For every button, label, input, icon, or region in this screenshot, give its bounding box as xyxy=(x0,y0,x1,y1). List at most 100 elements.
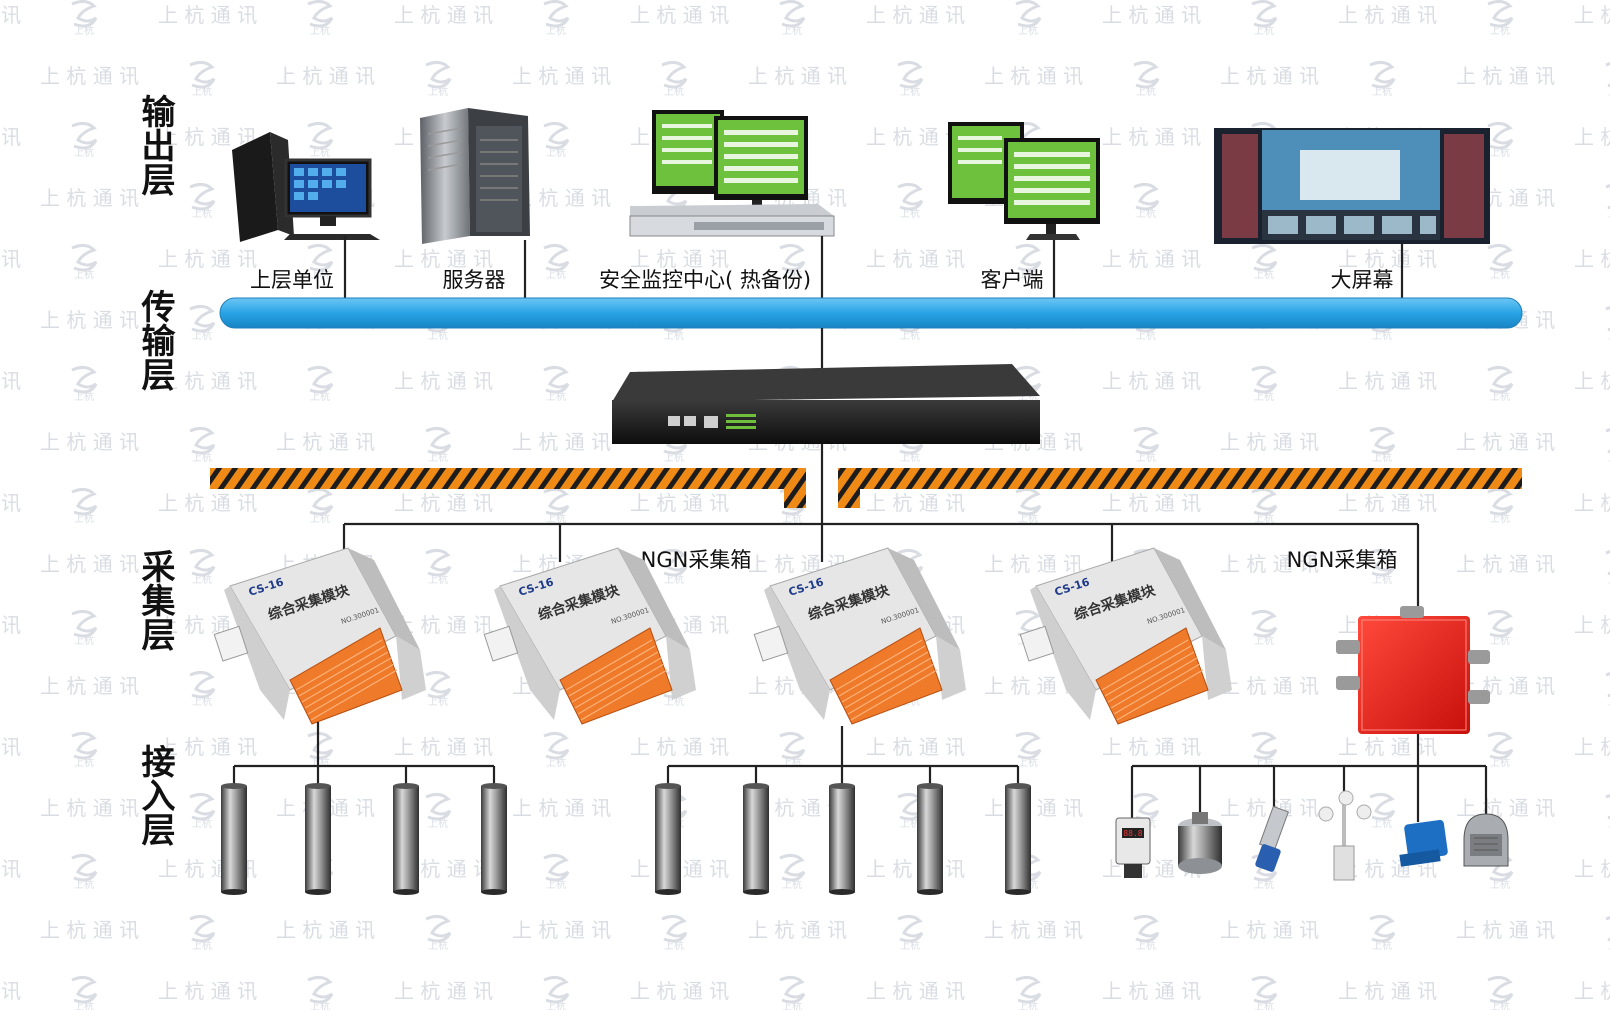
watermark-text: 上 杭 通 讯 xyxy=(40,918,139,942)
watermark-text: 上 杭 通 讯 xyxy=(1574,247,1610,271)
watermark-text: 上 杭 通 讯 xyxy=(1574,613,1610,637)
watermark-text: 上 杭 通 讯 xyxy=(1338,979,1437,1003)
watermark-logo-text: 上杭 xyxy=(74,1000,94,1010)
watermark-text: 上 杭 通 讯 xyxy=(276,918,375,942)
watermark-text: 上 杭 通 讯 xyxy=(0,735,21,759)
watermark-logo-text: 上杭 xyxy=(1136,85,1156,98)
watermark-text: 上 杭 通 讯 xyxy=(158,491,257,515)
watermark-logo-icon xyxy=(307,731,334,760)
watermark-logo-text: 上杭 xyxy=(546,1000,566,1010)
watermark-logo-icon xyxy=(543,365,570,394)
watermark-logo-text: 上杭 xyxy=(900,85,920,98)
cylinder-sensor-icon xyxy=(481,766,507,895)
watermark-logo-icon xyxy=(189,670,216,699)
watermark-logo-text: 上杭 xyxy=(428,329,448,342)
watermark-text: 上 杭 通 讯 xyxy=(1338,369,1437,393)
pressure-sensor-icon xyxy=(1178,812,1222,874)
hazard-boundary xyxy=(210,468,1522,508)
watermark-logo-text: 上杭 xyxy=(1136,451,1156,464)
watermark-logo-icon xyxy=(189,304,216,333)
watermark-text: 上 杭 通 讯 xyxy=(1220,918,1319,942)
watermark-logo-text: 上杭 xyxy=(546,146,566,159)
watermark-text: 上 杭 通 讯 xyxy=(158,125,257,149)
watermark-text: 上 杭 通 讯 xyxy=(0,369,21,393)
watermark-logo-text: 上杭 xyxy=(1254,512,1274,525)
watermark-logo-text: 上杭 xyxy=(1018,756,1038,769)
watermark-logo-icon xyxy=(71,487,98,516)
watermark-logo-text: 上杭 xyxy=(546,878,566,891)
monitor-center-icon xyxy=(629,110,835,237)
cylinder-sensor-icon xyxy=(1005,766,1031,895)
watermark-logo-icon xyxy=(1251,731,1278,760)
watermark-text: 上 杭 通 讯 xyxy=(0,857,21,881)
watermark-logo-text: 上杭 xyxy=(192,329,212,342)
cylinder-sensor-icon xyxy=(829,766,855,895)
watermark-text: 上 杭 通 讯 xyxy=(158,247,257,271)
cylinder-sensor-icon xyxy=(917,766,943,895)
label-ngn-box-1: NGN采集箱 xyxy=(641,548,752,572)
watermark-text: 上 杭 通 讯 xyxy=(40,674,139,698)
watermark-logo-text: 上杭 xyxy=(664,451,684,464)
watermark-logo-text: 上杭 xyxy=(1608,939,1610,952)
watermark-text: 上 杭 通 讯 xyxy=(1574,979,1610,1003)
watermark-logo-text: 上杭 xyxy=(546,390,566,403)
watermark-logo-text: 上杭 xyxy=(782,512,802,525)
watermark-logo-icon xyxy=(71,0,98,28)
watermark-text: 上 杭 通 讯 xyxy=(1102,735,1201,759)
watermark-logo-icon xyxy=(71,243,98,272)
watermark-logo-icon xyxy=(1487,121,1514,150)
watermark-logo-icon xyxy=(1015,487,1042,516)
watermark-logo-icon xyxy=(779,731,806,760)
watermark-text: 上 杭 通 讯 xyxy=(0,125,21,149)
cylinder-sensor-icon xyxy=(743,766,769,895)
watermark-logo-icon xyxy=(543,853,570,882)
watermark-text: 上 杭 通 讯 xyxy=(0,491,21,515)
proximity-sensor-icon xyxy=(1255,805,1289,872)
watermark-logo-text: 上杭 xyxy=(192,85,212,98)
watermark-logo-text: 上杭 xyxy=(74,878,94,891)
watermark-logo-icon xyxy=(1369,60,1396,89)
watermark-logo-text: 上杭 xyxy=(1372,817,1392,830)
watermark-logo-icon xyxy=(71,121,98,150)
watermark-logo-icon xyxy=(425,914,452,943)
watermark-text: 上 杭 通 讯 xyxy=(158,3,257,27)
watermark-logo-text: 上杭 xyxy=(1608,573,1610,586)
watermark-logo-text: 上杭 xyxy=(1372,329,1392,342)
watermark-logo-text: 上杭 xyxy=(782,1000,802,1010)
watermark-text: 上 杭 通 讯 xyxy=(1338,247,1437,271)
watermark-logo-text: 上杭 xyxy=(1490,390,1510,403)
watermark-logo-icon xyxy=(1605,916,1610,942)
blue-sensor-icon xyxy=(1399,819,1448,867)
watermark-text: 上 杭 通 讯 xyxy=(394,979,493,1003)
watermark-logo-text: 上杭 xyxy=(1372,451,1392,464)
ngn-junction-box-icon xyxy=(1336,606,1490,734)
watermark-logo-icon xyxy=(897,182,924,211)
watermark-text: 上 杭 通 讯 xyxy=(748,918,847,942)
watermark-logo-text: 上杭 xyxy=(1608,451,1610,464)
watermark-logo-text: 上杭 xyxy=(1490,24,1510,37)
watermark-logo-icon xyxy=(1605,306,1610,332)
watermark-text: 上 杭 通 讯 xyxy=(748,64,847,88)
watermark-logo-text: 上杭 xyxy=(428,695,448,708)
watermark-logo-icon xyxy=(1605,550,1610,576)
watermark-logo-icon xyxy=(661,914,688,943)
watermark-text: 上 杭 通 讯 xyxy=(40,552,139,576)
watermark-text: 上 杭 通 讯 xyxy=(512,430,611,454)
watermark-text: 上 杭 通 讯 xyxy=(1102,979,1201,1003)
watermark-text: 上 杭 通 讯 xyxy=(394,247,493,271)
watermark-logo-text: 上杭 xyxy=(1372,573,1392,586)
watermark-text: 上 杭 通 讯 xyxy=(276,430,375,454)
watermark-logo-text: 上杭 xyxy=(1254,878,1274,891)
watermark-text: 上 杭 通 讯 xyxy=(394,735,493,759)
watermark-logo-text: 上杭 xyxy=(782,268,802,281)
watermark-logo-text: 上杭 xyxy=(782,24,802,37)
watermark-logo-text: 上杭 xyxy=(900,451,920,464)
watermark-logo-text: 上杭 xyxy=(1254,390,1274,403)
watermark-logo-text: 上杭 xyxy=(1254,24,1274,37)
watermark-logo-text: 上杭 xyxy=(310,24,330,37)
watermark-text: 上 杭 通 讯 xyxy=(1456,552,1555,576)
watermark-logo-icon xyxy=(307,0,334,28)
watermark-logo-text: 上杭 xyxy=(74,146,94,159)
watermark-text: 上 杭 通 讯 xyxy=(984,552,1083,576)
